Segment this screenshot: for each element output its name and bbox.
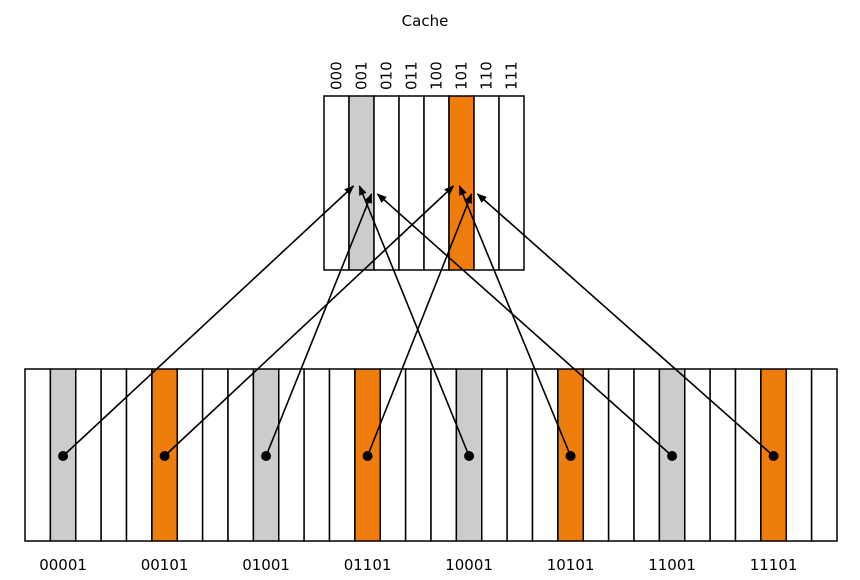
cache-slot-index: 011 bbox=[403, 61, 421, 90]
block-source-dot bbox=[58, 451, 69, 461]
memory-address-label: 10001 bbox=[445, 556, 493, 574]
memory-address-label: 01101 bbox=[344, 556, 392, 574]
cache-slot bbox=[348, 95, 375, 271]
cache-slot-index: 001 bbox=[353, 61, 371, 90]
cache-slot-index: 110 bbox=[478, 61, 496, 90]
memory-address-label: 11101 bbox=[750, 556, 798, 574]
block-source-dot bbox=[261, 451, 272, 461]
memory-block bbox=[328, 368, 356, 542]
mapping-arrow bbox=[366, 193, 473, 457]
mapping-arrow bbox=[358, 185, 470, 457]
memory-block bbox=[506, 368, 534, 542]
mapping-arrow bbox=[458, 185, 572, 457]
cache-slot bbox=[323, 95, 350, 271]
memory-address-labels: 00001 00101 01001 01101 10001 10101 11001 11101 bbox=[39, 556, 797, 574]
cache-title: Cache bbox=[402, 12, 449, 30]
memory-block bbox=[303, 368, 331, 542]
memory-block bbox=[531, 368, 559, 542]
cache-slot-index: 101 bbox=[453, 61, 471, 90]
memory-address-label: 11001 bbox=[648, 556, 696, 574]
memory-block bbox=[810, 368, 838, 542]
memory-block bbox=[75, 368, 102, 542]
memory-address-label: 00101 bbox=[141, 556, 189, 574]
memory-block bbox=[709, 368, 737, 542]
memory-block bbox=[582, 368, 610, 542]
cache-slot bbox=[498, 95, 525, 271]
memory-address-label: 00001 bbox=[39, 556, 87, 574]
memory-block bbox=[125, 368, 153, 542]
mapping-arrow bbox=[164, 185, 455, 457]
block-source-dot bbox=[159, 451, 170, 461]
memory-block bbox=[176, 368, 204, 542]
block-source-dot bbox=[362, 451, 373, 461]
block-source-dot bbox=[565, 451, 576, 461]
cache-slots bbox=[323, 95, 525, 271]
cache-slot-index: 100 bbox=[428, 61, 446, 90]
memory-block bbox=[201, 368, 229, 542]
cache-slot bbox=[373, 95, 400, 271]
cache-slot-index: 010 bbox=[378, 61, 396, 90]
cache-slot bbox=[423, 95, 450, 271]
memory-block bbox=[785, 368, 813, 542]
mapping-arrow bbox=[376, 193, 673, 457]
cache-slot bbox=[448, 95, 475, 271]
block-source-dot bbox=[768, 451, 779, 461]
memory-block bbox=[100, 368, 128, 542]
cache-slot-index: 111 bbox=[503, 61, 521, 90]
mapping-arrow bbox=[265, 193, 373, 457]
memory-block bbox=[734, 368, 762, 542]
mapping-arrows bbox=[58, 185, 779, 461]
memory-block bbox=[24, 368, 52, 542]
memory-block bbox=[430, 368, 458, 542]
memory-blocks bbox=[24, 368, 838, 542]
memory-block bbox=[404, 368, 432, 542]
memory-block bbox=[227, 368, 255, 542]
cache-slot bbox=[473, 95, 500, 271]
memory-block bbox=[379, 368, 407, 542]
memory-block bbox=[481, 368, 508, 542]
block-source-dot bbox=[464, 451, 475, 461]
cache-slot-index: 000 bbox=[328, 61, 346, 90]
memory-address-label: 10101 bbox=[547, 556, 595, 574]
memory-address-label: 01001 bbox=[242, 556, 290, 574]
cache-slot-indices: 000 001 010 011 100 101 110 111 bbox=[328, 61, 521, 90]
memory-block bbox=[607, 368, 635, 542]
mapping-arrow bbox=[476, 193, 775, 457]
cache-slot bbox=[398, 95, 425, 271]
memory-block bbox=[633, 368, 661, 542]
block-source-dot bbox=[667, 451, 678, 461]
mapping-arrow bbox=[62, 185, 355, 457]
memory-block bbox=[684, 368, 711, 542]
